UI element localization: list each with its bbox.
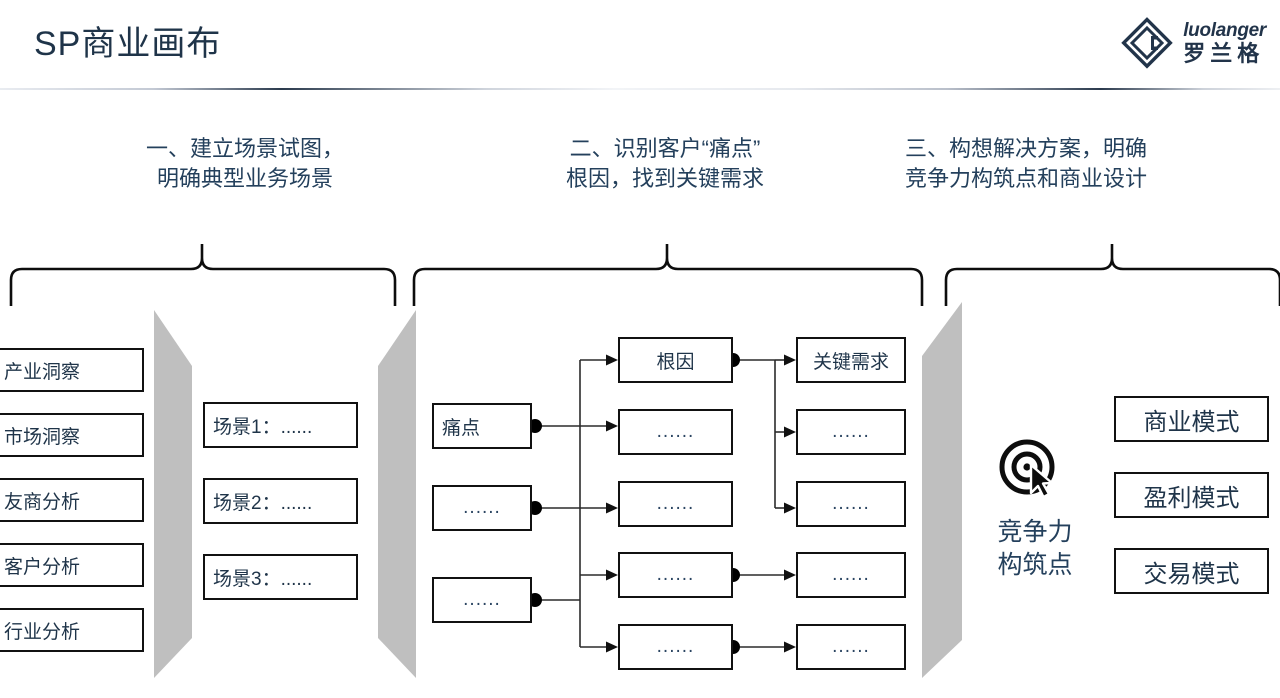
root-cause-label: ...... (656, 636, 695, 657)
root-cause-label: ...... (656, 564, 695, 585)
section-caption-1: 一、建立场景试图， 明确典型业务场景 (95, 134, 395, 194)
section-2-line-1: 二、识别客户“痛点” (569, 136, 761, 161)
root-cause-box[interactable]: ...... (618, 481, 733, 527)
pain-point-label: 痛点 (442, 417, 481, 439)
root-cause-box[interactable]: 根因 (618, 337, 733, 383)
list-item[interactable]: 客户分析 (0, 543, 144, 587)
list-item[interactable]: 产业洞察 (0, 348, 144, 392)
model-label: 盈利模式 (1143, 484, 1240, 512)
brand-logo: luolanger 罗兰格 (1120, 16, 1266, 70)
model-box[interactable]: 盈利模式 (1114, 472, 1269, 518)
root-cause-label: ...... (656, 493, 695, 514)
root-cause-label: 根因 (656, 351, 695, 373)
section-1-line-2: 明确典型业务场景 (156, 166, 333, 191)
target-cursor-icon (995, 437, 1067, 499)
insight-label: 市场洞察 (4, 426, 81, 448)
scene-box[interactable]: 场景3：...... (203, 554, 358, 600)
scene-label: 场景3：...... (213, 568, 313, 590)
model-box[interactable]: 交易模式 (1114, 548, 1269, 594)
section-3-line-1: 三、构想解决方案，明确 (905, 136, 1148, 161)
key-need-box[interactable]: 关键需求 (796, 337, 906, 383)
list-item[interactable]: 行业分析 (0, 608, 144, 652)
insight-label: 产业洞察 (4, 361, 81, 383)
header-divider (0, 88, 1280, 90)
logo-text-en: luolanger (1183, 20, 1266, 41)
section-caption-2: 二、识别客户“痛点” 根因，找到关键需求 (480, 134, 850, 194)
brace-section-2 (411, 244, 925, 306)
root-cause-label: ...... (656, 421, 695, 442)
insight-label: 行业分析 (4, 621, 81, 643)
scene-box[interactable]: 场景2：...... (203, 478, 358, 524)
diamond-g-logo-icon (1120, 16, 1174, 70)
key-need-label: ...... (832, 636, 870, 657)
competitiveness-line-2: 构筑点 (997, 551, 1073, 579)
logo-text-cn: 罗兰格 (1183, 41, 1265, 66)
insight-label: 客户分析 (4, 556, 81, 578)
root-cause-box[interactable]: ...... (618, 409, 733, 455)
key-need-label: 关键需求 (812, 351, 889, 373)
brace-section-1 (8, 244, 398, 306)
list-item[interactable]: 市场洞察 (0, 413, 144, 457)
root-cause-box[interactable]: ...... (618, 624, 733, 670)
model-box[interactable]: 商业模式 (1114, 396, 1269, 442)
model-label: 商业模式 (1143, 408, 1240, 436)
scene-label: 场景1：...... (213, 416, 313, 438)
section-3-line-2: 竞争力构筑点和商业设计 (905, 166, 1148, 191)
section-1-line-1: 一、建立场景试图， (145, 136, 344, 161)
competitiveness-label: 竞争力 构筑点 (975, 516, 1095, 582)
brace-section-3 (943, 244, 1280, 306)
chevron-divider-2 (376, 308, 418, 680)
chevron-divider-3 (920, 300, 964, 680)
insight-label: 友商分析 (4, 491, 81, 513)
root-cause-box[interactable]: ...... (618, 552, 733, 598)
key-need-box[interactable]: ...... (796, 624, 906, 670)
pain-point-label: ...... (463, 497, 501, 518)
model-label: 交易模式 (1143, 560, 1240, 588)
section-2-line-2: 根因，找到关键需求 (565, 166, 764, 191)
key-need-label: ...... (832, 564, 870, 585)
pain-point-box[interactable]: ...... (432, 485, 532, 531)
page-title: SP商业画布 (34, 25, 222, 63)
key-need-label: ...... (832, 421, 870, 442)
pain-point-box[interactable]: ...... (432, 577, 532, 623)
pain-point-box[interactable]: 痛点 (432, 403, 532, 449)
list-item[interactable]: 友商分析 (0, 478, 144, 522)
section-caption-3: 三、构想解决方案，明确 竞争力构筑点和商业设计 (905, 134, 1280, 194)
scene-label: 场景2：...... (213, 492, 313, 514)
key-need-label: ...... (832, 493, 870, 514)
scene-box[interactable]: 场景1：...... (203, 402, 358, 448)
competitiveness-line-1: 竞争力 (997, 518, 1073, 546)
chevron-divider-1 (152, 308, 194, 680)
key-need-box[interactable]: ...... (796, 552, 906, 598)
key-need-box[interactable]: ...... (796, 481, 906, 527)
key-need-box[interactable]: ...... (796, 409, 906, 455)
pain-point-label: ...... (463, 589, 501, 610)
